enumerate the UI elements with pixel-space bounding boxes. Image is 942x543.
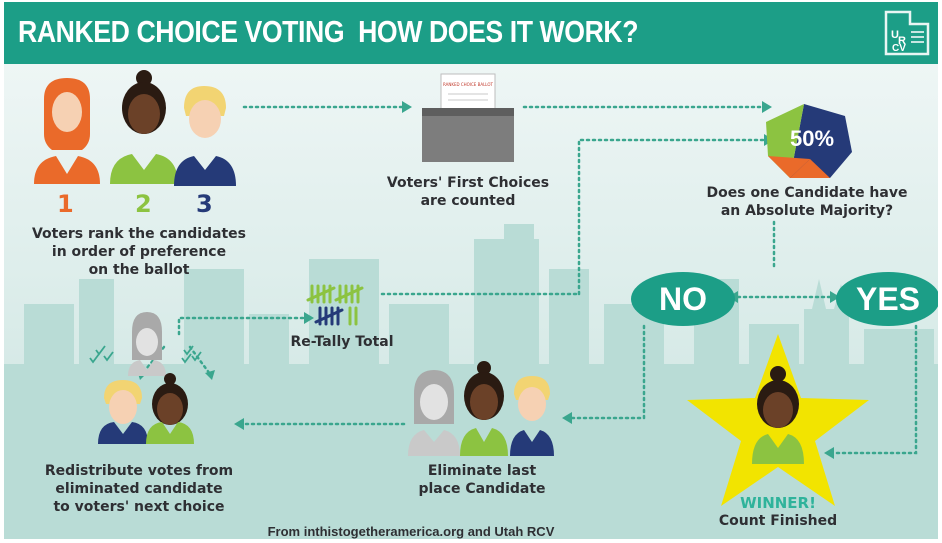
majority-pie-icon: 50% xyxy=(766,104,852,178)
remaining-candidate-green xyxy=(146,373,194,444)
infographic: RANKED CHOICE VOTING HOW DOES IT WORK? U… xyxy=(4,2,938,539)
majority-percent: 50% xyxy=(790,126,834,151)
rank-number-3: 3 xyxy=(196,190,213,218)
ballot-box-icon: RANKED CHOICE BALLOT xyxy=(422,73,514,162)
rank-label: Voters rank the candidates in order of p… xyxy=(31,226,247,278)
svg-text:U: U xyxy=(891,29,899,41)
majority-label: Does one Candidate have an Absolute Majo… xyxy=(706,185,908,219)
yes-decision: YES xyxy=(836,272,938,326)
eliminate-label: Eliminate last place Candidate xyxy=(418,463,546,497)
source-credit: From inthistogetheramerica.org and Utah … xyxy=(267,524,555,539)
winner-sublabel: Count Finished xyxy=(718,513,838,529)
count-label: Voters' First Choices are counted xyxy=(386,175,550,209)
checkmark-icons xyxy=(89,345,202,364)
voter-orange xyxy=(34,78,100,184)
utah-rcv-logo: U R CV xyxy=(884,10,930,56)
winner-label: WINNER! xyxy=(740,494,816,512)
no-decision: NO xyxy=(631,272,735,326)
remaining-candidate-navy xyxy=(98,380,148,444)
yes-label: YES xyxy=(855,281,921,317)
diagram-canvas: 1 2 3 RANKED CHOICE BALLOT 50% xyxy=(4,64,938,539)
flow-arrows xyxy=(140,105,918,455)
retally-label: Re-Tally Total xyxy=(290,334,394,350)
voter-green xyxy=(110,70,178,184)
eliminated-candidate-grey xyxy=(408,370,460,456)
candidate-green-middle xyxy=(460,361,508,456)
header-bar: RANKED CHOICE VOTING HOW DOES IT WORK? U… xyxy=(4,2,938,64)
candidate-navy-middle xyxy=(510,376,554,456)
redistribute-label: Redistribute votes from eliminated candi… xyxy=(44,463,234,515)
svg-text:CV: CV xyxy=(892,43,906,54)
eliminated-candidate-left xyxy=(128,312,166,376)
tally-marks-icon xyxy=(306,284,364,326)
voter-navy xyxy=(174,86,236,186)
rank-number-1: 1 xyxy=(57,190,74,218)
page-title: RANKED CHOICE VOTING HOW DOES IT WORK? xyxy=(18,14,639,49)
svg-text:R: R xyxy=(898,35,906,47)
ballot-text: RANKED CHOICE BALLOT xyxy=(443,82,494,87)
rank-number-2: 2 xyxy=(135,190,152,218)
winner-star-icon xyxy=(687,334,869,506)
no-label: NO xyxy=(659,281,707,317)
